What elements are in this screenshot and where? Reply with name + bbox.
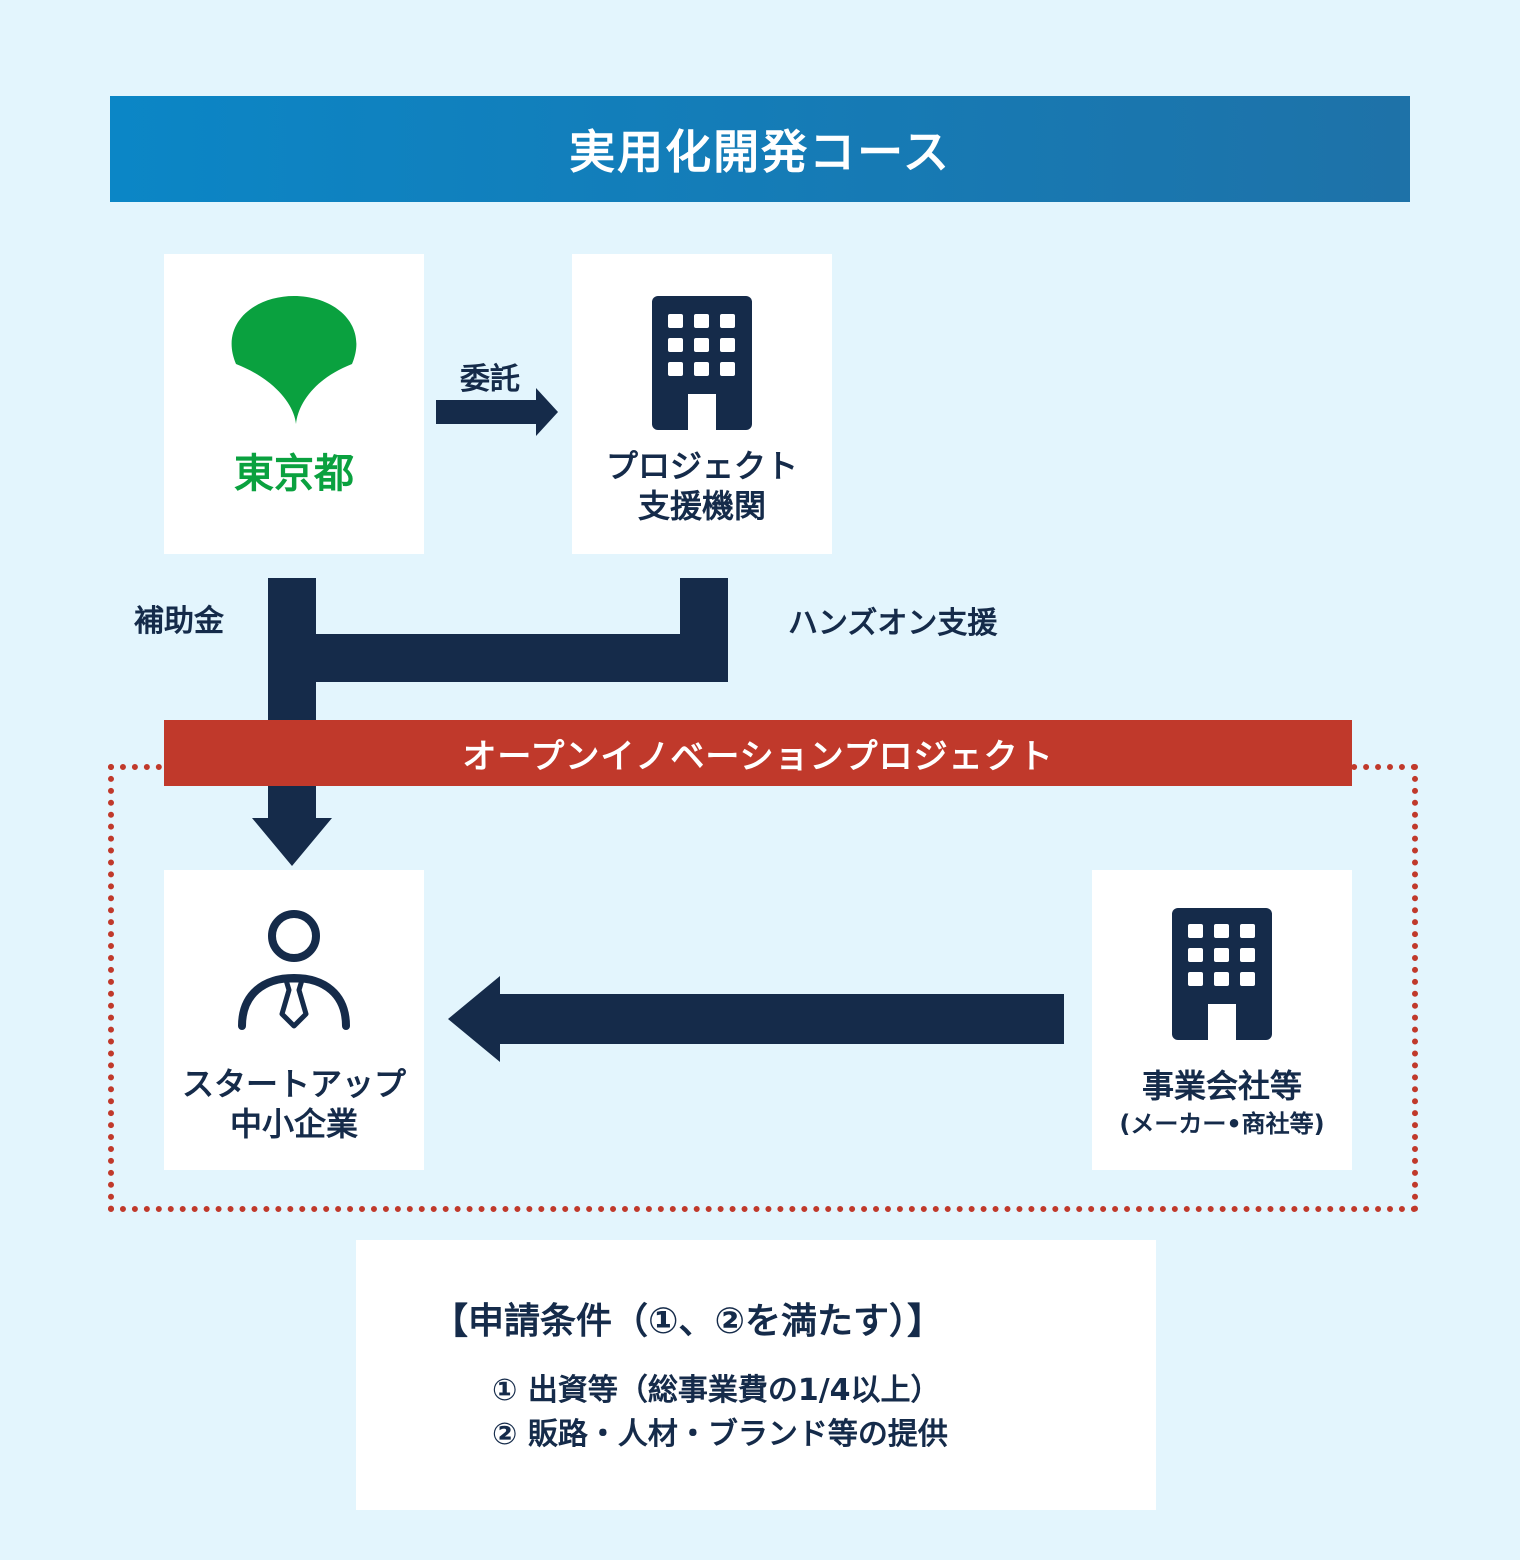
tokyo-label: 東京都 xyxy=(234,451,354,497)
startup-label-line1: スタートアップ xyxy=(181,1065,406,1103)
open-innovation-label: オープンイノベーションプロジェクト xyxy=(462,736,1054,777)
agency-label-line2: 支援機関 xyxy=(637,487,766,525)
course-title: 実用化開発コース xyxy=(569,125,951,179)
handson-horizontal-bar xyxy=(268,634,728,682)
company-label-line1: 事業会社等 xyxy=(1141,1067,1302,1105)
person-with-tie-icon xyxy=(238,910,350,1030)
subsidy-down-arrow xyxy=(252,786,332,866)
itaku-arrow xyxy=(436,388,558,436)
company-card: 事業会社等 (メーカー•商社等) xyxy=(1092,870,1352,1170)
hojokin-label: 補助金 xyxy=(134,604,224,639)
conditions-title: 【申請条件（①、②を満たす）】 xyxy=(432,1301,943,1342)
building-icon xyxy=(1172,908,1272,1040)
agency-card: プロジェクト 支援機関 xyxy=(572,254,832,554)
building-icon xyxy=(652,296,752,430)
agency-label-line1: プロジェクト xyxy=(605,447,798,485)
startup-card: スタートアップ 中小企業 xyxy=(164,870,424,1170)
company-to-startup-arrow xyxy=(448,976,1064,1062)
condition-item-1: ① 出資等（総事業費の1/4以上） xyxy=(492,1373,941,1408)
company-label-line2: (メーカー•商社等) xyxy=(1119,1110,1325,1138)
ginkgo-leaf-icon xyxy=(231,296,357,424)
condition-item-2: ② 販路・人材・ブランド等の提供 xyxy=(492,1417,948,1452)
conditions-box: 【申請条件（①、②を満たす）】 ① 出資等（総事業費の1/4以上） ② 販路・人… xyxy=(356,1240,1156,1510)
open-innovation-banner: オープンイノベーションプロジェクト xyxy=(164,720,1352,786)
startup-label-line2: 中小企業 xyxy=(229,1105,358,1143)
tokyo-card: 東京都 xyxy=(164,254,424,554)
handson-label: ハンズオン支援 xyxy=(788,606,998,641)
title-banner: 実用化開発コース xyxy=(110,96,1410,202)
itaku-label: 委託 xyxy=(460,362,520,397)
